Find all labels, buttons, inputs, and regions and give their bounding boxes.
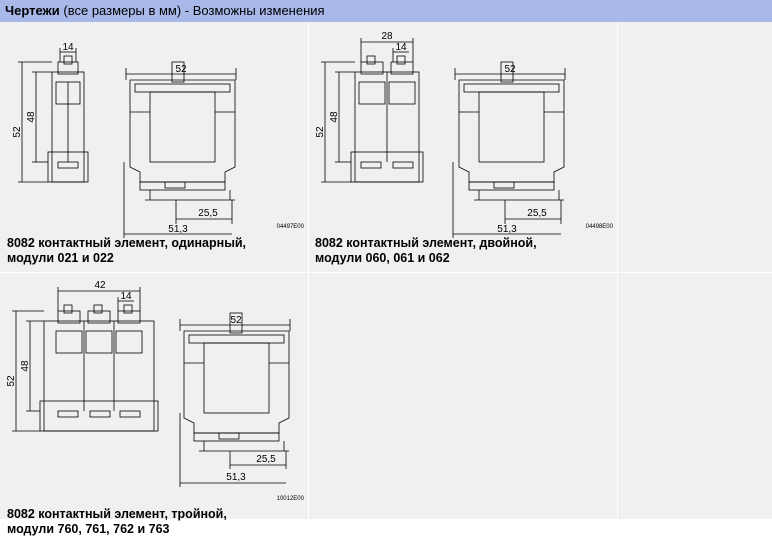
grid-divider [0, 272, 772, 273]
dim-top-large: 42 [94, 280, 106, 291]
dim-width: 52 [504, 64, 516, 75]
dim-h48: 48 [329, 111, 340, 123]
caption-line: 8082 контактный элемент, одинарный, [7, 236, 247, 250]
technical-drawing: 14 42 52 48 52 25,5 51,3 10012E00 [6, 280, 305, 502]
caption-line: модули 060, 061 и 062 [315, 251, 450, 265]
drawing-code: 04497E00 [277, 224, 305, 230]
header-title-rest: (все размеры в мм) - Возможны изменения [59, 3, 325, 18]
dim-top-large: 28 [381, 31, 393, 42]
dim-top-small: 14 [62, 42, 74, 53]
section-header: Чертежи (все размеры в мм) - Возможны из… [0, 0, 772, 22]
drawing-triple: 14 42 52 48 52 25,5 51,3 10012E00 8082 к… [0, 273, 308, 536]
caption-line: 8082 контактный элемент, тройной, [7, 507, 227, 521]
technical-drawing: 14 28 52 48 52 25,5 51,3 04498E00 [315, 31, 614, 238]
dim-25: 25,5 [198, 208, 218, 219]
dim-width: 52 [175, 64, 187, 75]
dim-51: 51,3 [168, 224, 188, 235]
dim-51: 51,3 [226, 472, 246, 483]
technical-drawing: 14 52 48 52 25,5 51,3 04497E00 [12, 42, 305, 238]
dim-h52: 52 [12, 126, 23, 138]
drawing-single: 14 52 48 52 25,5 51,3 04497E00 8082 конт… [0, 22, 308, 272]
grid-divider [617, 22, 618, 519]
drawing-caption: 8082 контактный элемент, двойной, модули… [315, 236, 537, 266]
dim-h52: 52 [6, 375, 17, 387]
dim-25: 25,5 [256, 454, 276, 465]
drawing-code: 10012E00 [277, 496, 305, 502]
caption-line: модули 021 и 022 [7, 251, 114, 265]
drawing-code: 04498E00 [586, 224, 614, 230]
grid-divider [308, 22, 309, 519]
drawing-caption: 8082 контактный элемент, тройной, модули… [7, 507, 227, 537]
drawing-caption: 8082 контактный элемент, одинарный, моду… [7, 236, 246, 266]
dim-top-small: 14 [120, 291, 132, 302]
drawing-double: 14 28 52 48 52 25,5 51,3 04498E00 8082 к… [309, 22, 617, 272]
dim-top-small: 14 [395, 42, 407, 53]
dim-h48: 48 [26, 111, 37, 123]
drawings-grid: 14 52 48 52 25,5 51,3 04497E00 8082 конт… [0, 22, 772, 536]
dim-h48: 48 [20, 360, 31, 372]
dim-h52: 52 [315, 126, 326, 138]
dim-25: 25,5 [527, 208, 547, 219]
caption-line: 8082 контактный элемент, двойной, [315, 236, 537, 250]
header-title-bold: Чертежи [5, 3, 60, 18]
dim-width: 52 [230, 315, 242, 326]
caption-line: модули 760, 761, 762 и 763 [7, 522, 170, 536]
dim-51: 51,3 [497, 224, 517, 235]
